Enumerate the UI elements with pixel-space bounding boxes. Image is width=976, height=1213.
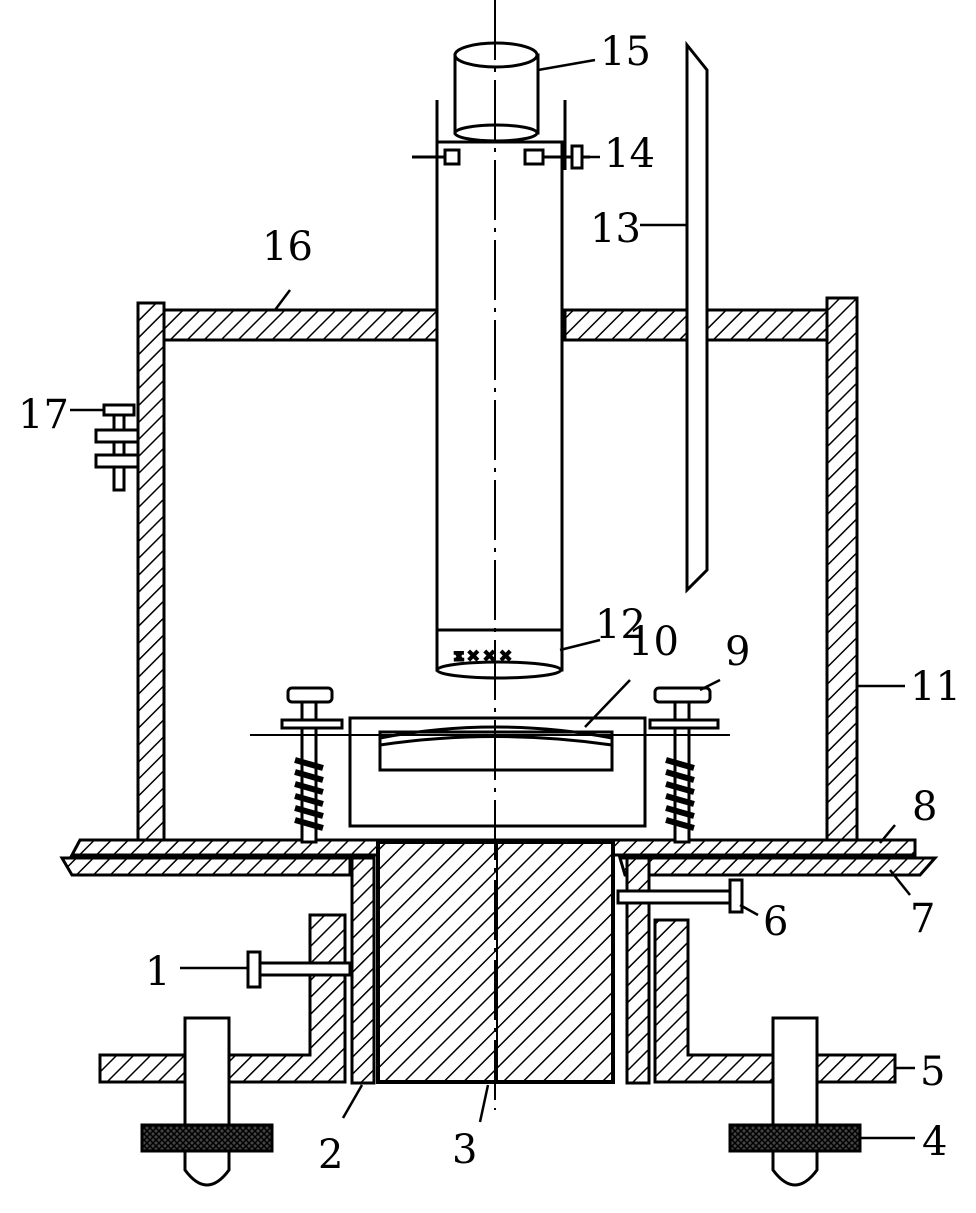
side-screw-right [616,878,744,914]
spring-screw-right [648,686,720,844]
label-8: 8 [912,784,937,830]
base-plate [59,838,939,877]
top-cap [453,41,540,143]
label-7: 7 [910,896,935,942]
clamp-screws [412,144,590,170]
leveling-foot-left [140,1016,274,1187]
side-screw-left [246,950,352,989]
housing-left-wall [136,301,166,845]
label-15: 15 [600,29,651,75]
label-5: 5 [920,1049,945,1095]
label-1: 1 [145,949,170,995]
label-16: 16 [262,224,313,270]
sleeve [350,856,651,1085]
label-2: 2 [318,1132,343,1178]
label-12: 12 [595,602,646,648]
vent-valve [94,403,140,492]
svg-text:x × × ×: x × × × [455,648,511,664]
label-13: 13 [590,206,641,252]
label-6: 6 [763,899,788,945]
leader-lines [70,58,915,1140]
label-14: 14 [604,131,655,177]
spring-screw-left [280,686,344,844]
label-11: 11 [910,664,961,710]
support-bracket [98,913,897,1084]
probe-rod [685,40,709,594]
housing-right-wall [825,296,859,845]
label-4: 4 [922,1119,947,1165]
label-10: 10 [628,619,679,665]
tube-column: x × × × [435,100,567,680]
label-3: 3 [452,1127,477,1173]
part-labels: 1 2 3 4 5 6 7 8 9 10 11 12 13 14 15 16 1… [18,29,961,1178]
label-9: 9 [725,629,750,675]
label-17: 17 [18,392,69,438]
leveling-foot-right [728,1016,862,1187]
